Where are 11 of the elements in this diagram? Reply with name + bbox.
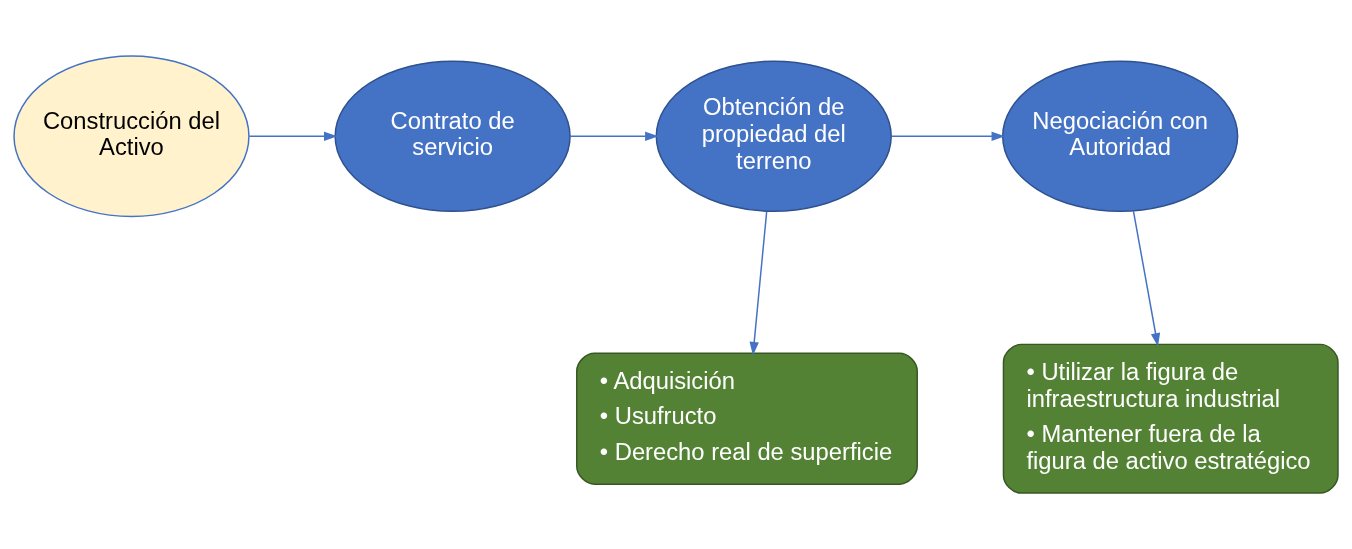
node-box: • Adquisición • Usufructo • Derecho real de superficie — [576, 352, 918, 485]
node-ellipse: Construcción del Activo — [13, 55, 250, 218]
arrow — [1132, 210, 1161, 347]
node-box: • Utilizar la figura de infraestructura industrial • Mantener fuera de la figura de activo estratégico — [1002, 343, 1339, 494]
arrow — [749, 211, 768, 356]
node-ellipse: Obtención de propiedad del terreno — [655, 60, 892, 213]
arrow — [890, 131, 1005, 141]
node-ellipse: Contrato de servicio — [334, 60, 571, 213]
arrow — [569, 131, 659, 141]
arrow — [248, 131, 338, 141]
node-ellipse: Negociación con Autoridad — [1001, 60, 1239, 213]
